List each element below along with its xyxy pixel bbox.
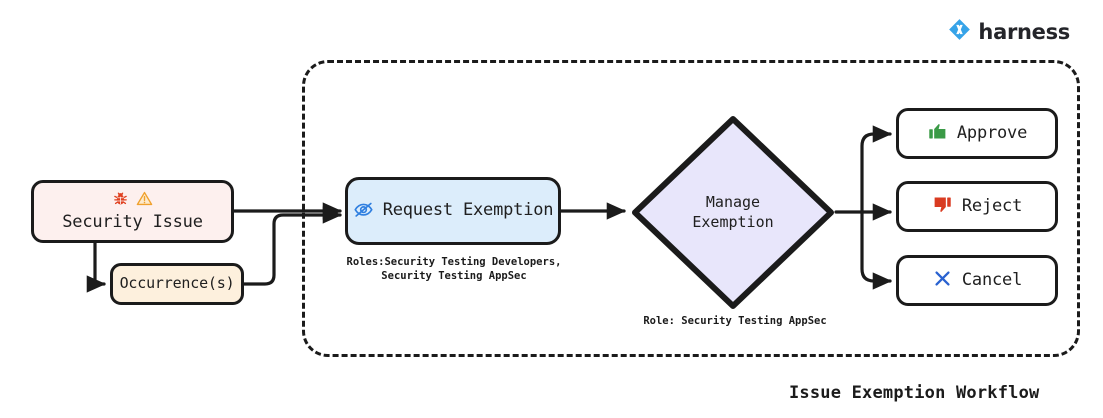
node-security-issue-label: Security Issue [62,212,203,233]
node-cancel[interactable]: Cancel [896,255,1058,306]
thumbs-up-icon [927,121,948,146]
node-reject-label: Reject [961,195,1023,216]
bug-icon [112,190,129,211]
security-issue-icons [112,190,153,211]
node-cancel-label: Cancel [961,269,1023,290]
node-security-issue[interactable]: Security Issue [31,180,234,243]
warning-triangle-icon [136,190,153,211]
eye-off-icon [353,199,374,224]
node-approve[interactable]: Approve [896,108,1058,159]
node-request-exemption-label: Request Exemption [382,200,554,221]
node-manage-exemption[interactable]: Manage Exemption [630,114,836,311]
node-occurrences-label: Occurrence(s) [119,274,235,293]
diagram-title: Issue Exemption Workflow [789,383,1040,403]
exemption-workflow-group [302,60,1080,357]
harness-logo-icon [948,18,971,45]
node-occurrences[interactable]: Occurrence(s) [110,263,244,305]
cross-x-icon [932,268,953,293]
brand-logo: harness [948,18,1070,45]
diamond-shape [632,116,834,309]
caption-manage-exemption-role: Role: Security Testing AppSec [643,315,827,327]
caption-request-exemption-roles: Roles:Security Testing Developers, Secur… [346,256,562,282]
brand-name: harness [978,19,1070,44]
node-manage-exemption-label: Manage Exemption [692,193,774,231]
node-request-exemption[interactable]: Request Exemption [345,177,561,245]
node-reject[interactable]: Reject [896,181,1058,232]
thumbs-down-icon [932,194,953,219]
node-approve-label: Approve [956,122,1028,143]
